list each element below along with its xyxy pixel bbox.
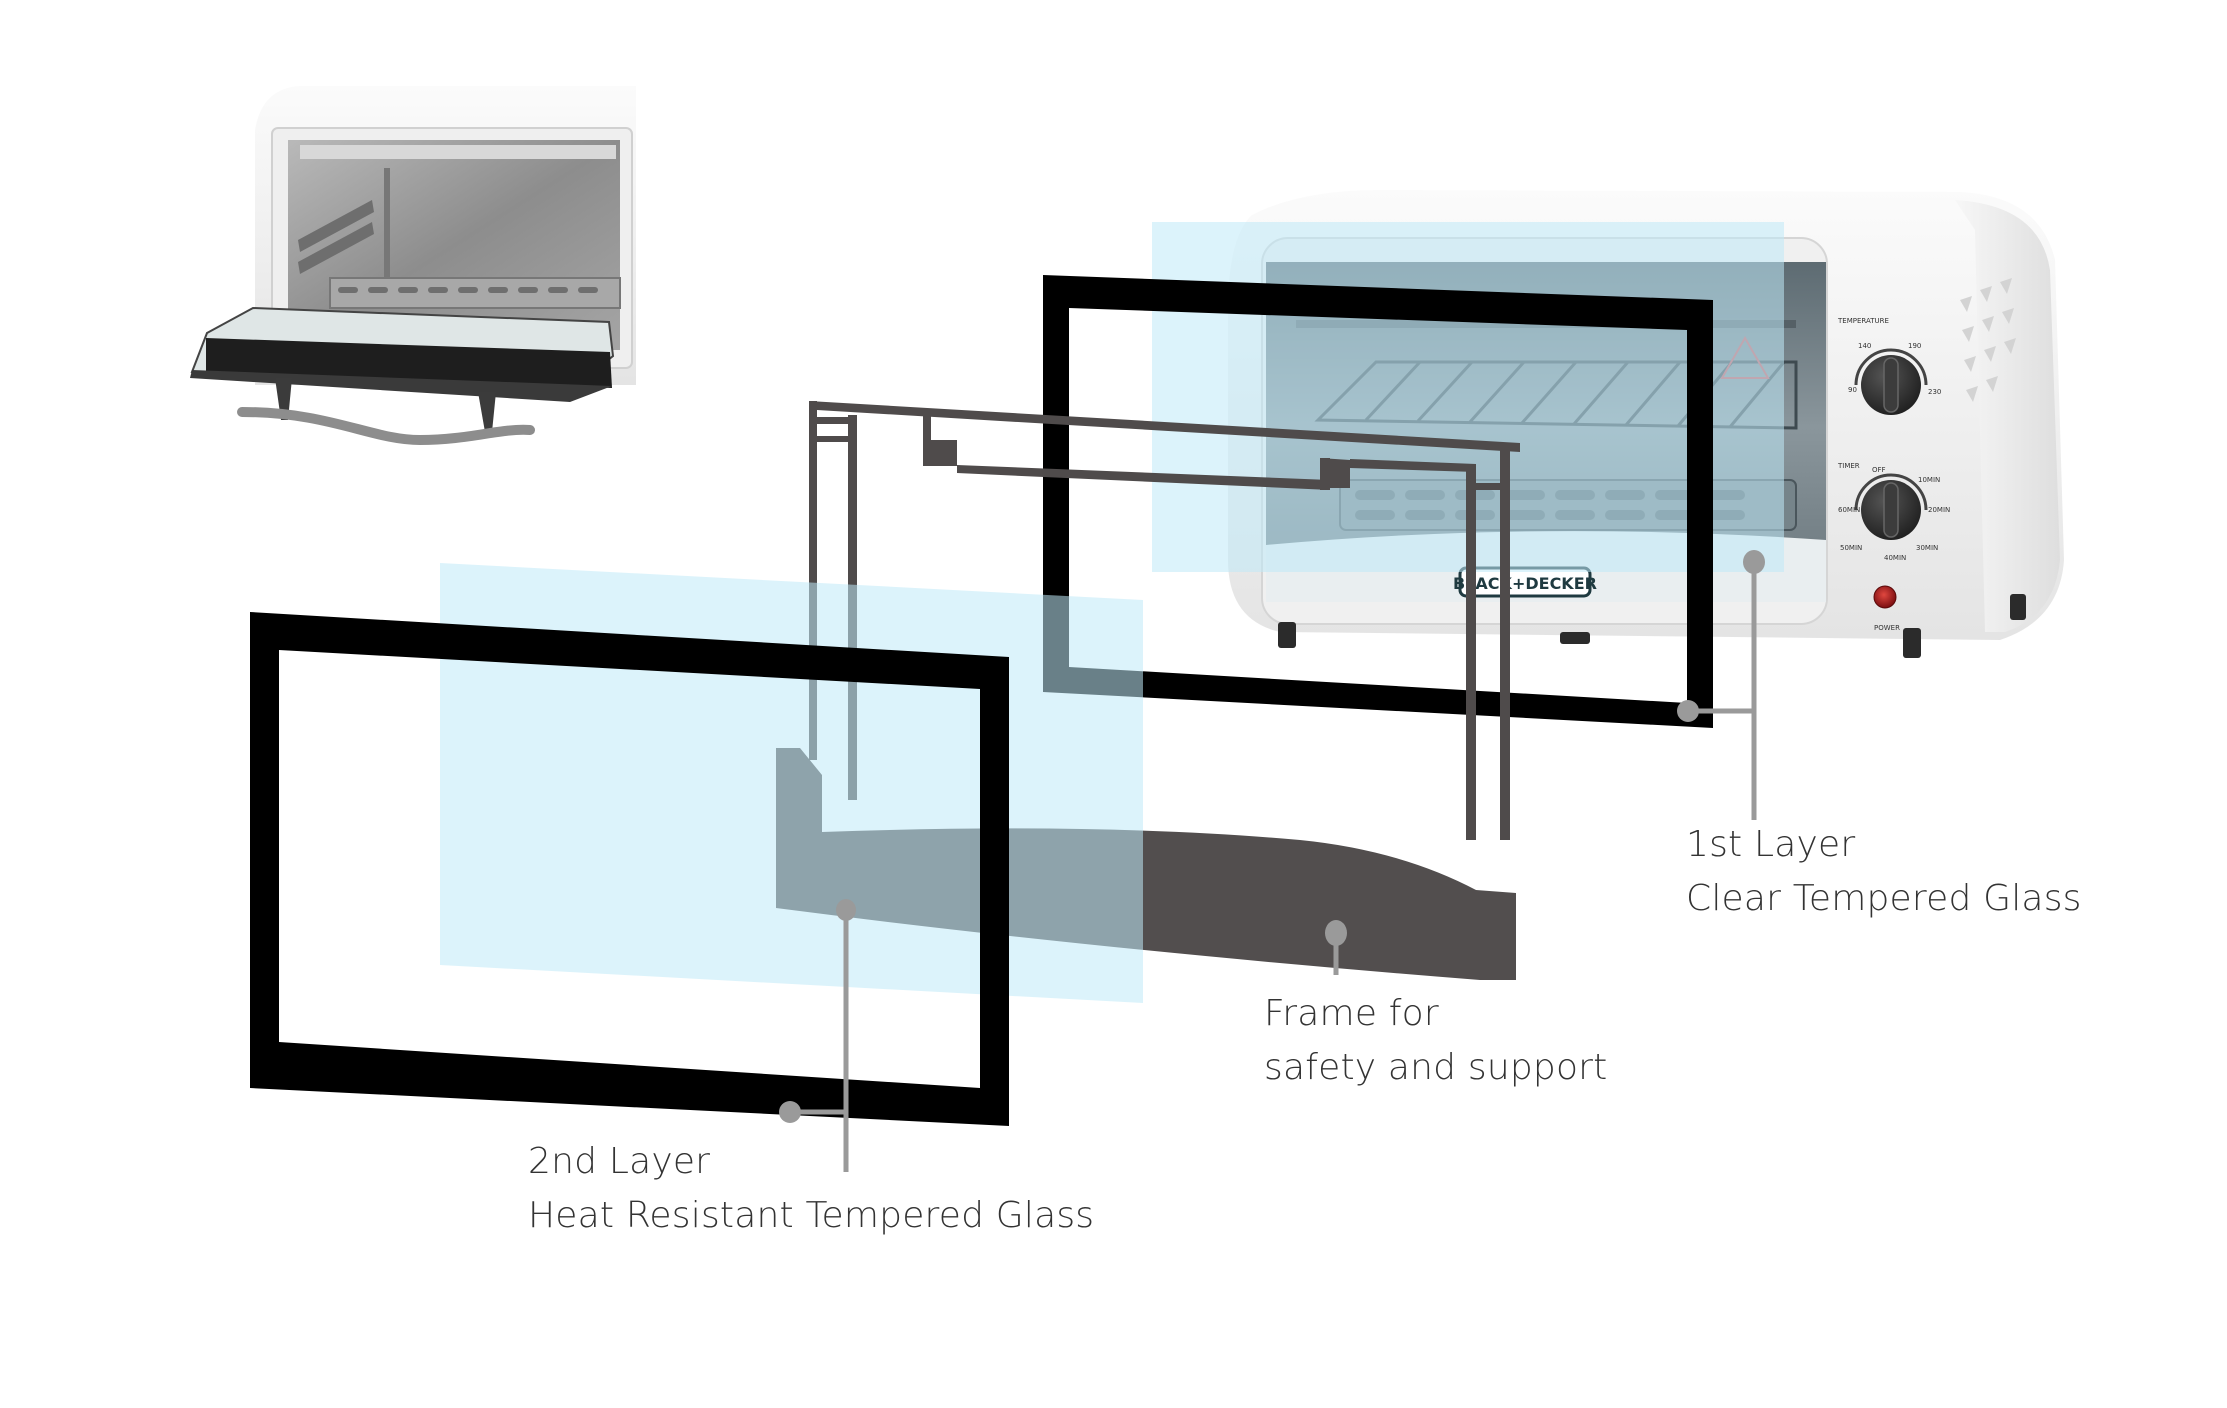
callout-layer1: 1st Layer Clear Tempered Glass: [1686, 818, 2082, 926]
callout-dot-layer2-frame: [779, 1101, 801, 1123]
open-oven-handle: [237, 407, 535, 446]
oven-foot: [1903, 628, 1921, 658]
callout-frame: Frame for safety and support: [1264, 987, 1608, 1095]
timer-tick: 30MIN: [1916, 544, 1938, 552]
open-oven-handle-post-left: [275, 378, 292, 420]
timer-tick: 40MIN: [1884, 554, 1906, 562]
timer-label: TIMER: [1837, 462, 1860, 470]
callout-dot-support-frame: [1325, 920, 1347, 946]
oven-side-panel: [1955, 200, 2060, 632]
callout-layer2-title: 2nd Layer: [528, 1141, 711, 1182]
timer-tick: 20MIN: [1928, 506, 1950, 514]
oven-foot: [2010, 594, 2026, 620]
timer-tick: 60MIN: [1838, 506, 1860, 514]
callout-dot-layer1-glass: [1743, 550, 1765, 574]
open-oven-photo: [190, 86, 636, 446]
callout-frame-title: Frame for: [1264, 993, 1439, 1034]
callout-dot-layer2-glass: [836, 899, 856, 921]
temp-tick: 190: [1908, 342, 1921, 350]
timer-tick: 50MIN: [1840, 544, 1862, 552]
power-indicator-light: [1873, 585, 1897, 609]
open-oven-heating-element: [300, 145, 616, 159]
callout-layer2-desc: Heat Resistant Tempered Glass: [528, 1195, 1095, 1236]
timer-tick: 10MIN: [1918, 476, 1940, 484]
callout-layer2: 2nd Layer Heat Resistant Tempered Glass: [528, 1135, 1094, 1243]
callout-layer1-title: 1st Layer: [1686, 824, 1856, 865]
temp-tick: 230: [1928, 388, 1941, 396]
callout-dot-layer1-frame: [1677, 700, 1699, 722]
timer-scale-arc: [1854, 473, 1928, 511]
open-oven-rack-guide: [298, 200, 374, 252]
temperature-label: TEMPERATURE: [1837, 317, 1889, 325]
temperature-scale-arc: [1854, 348, 1928, 386]
oven-vents: [1960, 278, 2016, 402]
power-label: POWER: [1874, 624, 1900, 632]
callout-layer1-desc: Clear Tempered Glass: [1686, 878, 2082, 919]
temp-tick: 90: [1848, 386, 1857, 394]
open-oven-handle-post-right: [478, 392, 496, 432]
oven-foot: [1560, 632, 1590, 644]
brand-logo-text: BLACK+DECKER: [1453, 574, 1597, 593]
callout-frame-desc: safety and support: [1264, 1047, 1608, 1088]
second-layer-frame: [250, 612, 1009, 1126]
oven-foot: [1278, 622, 1296, 648]
temp-tick: 140: [1858, 342, 1871, 350]
timer-tick: OFF: [1872, 466, 1886, 474]
second-layer-glass: [440, 563, 1143, 1003]
